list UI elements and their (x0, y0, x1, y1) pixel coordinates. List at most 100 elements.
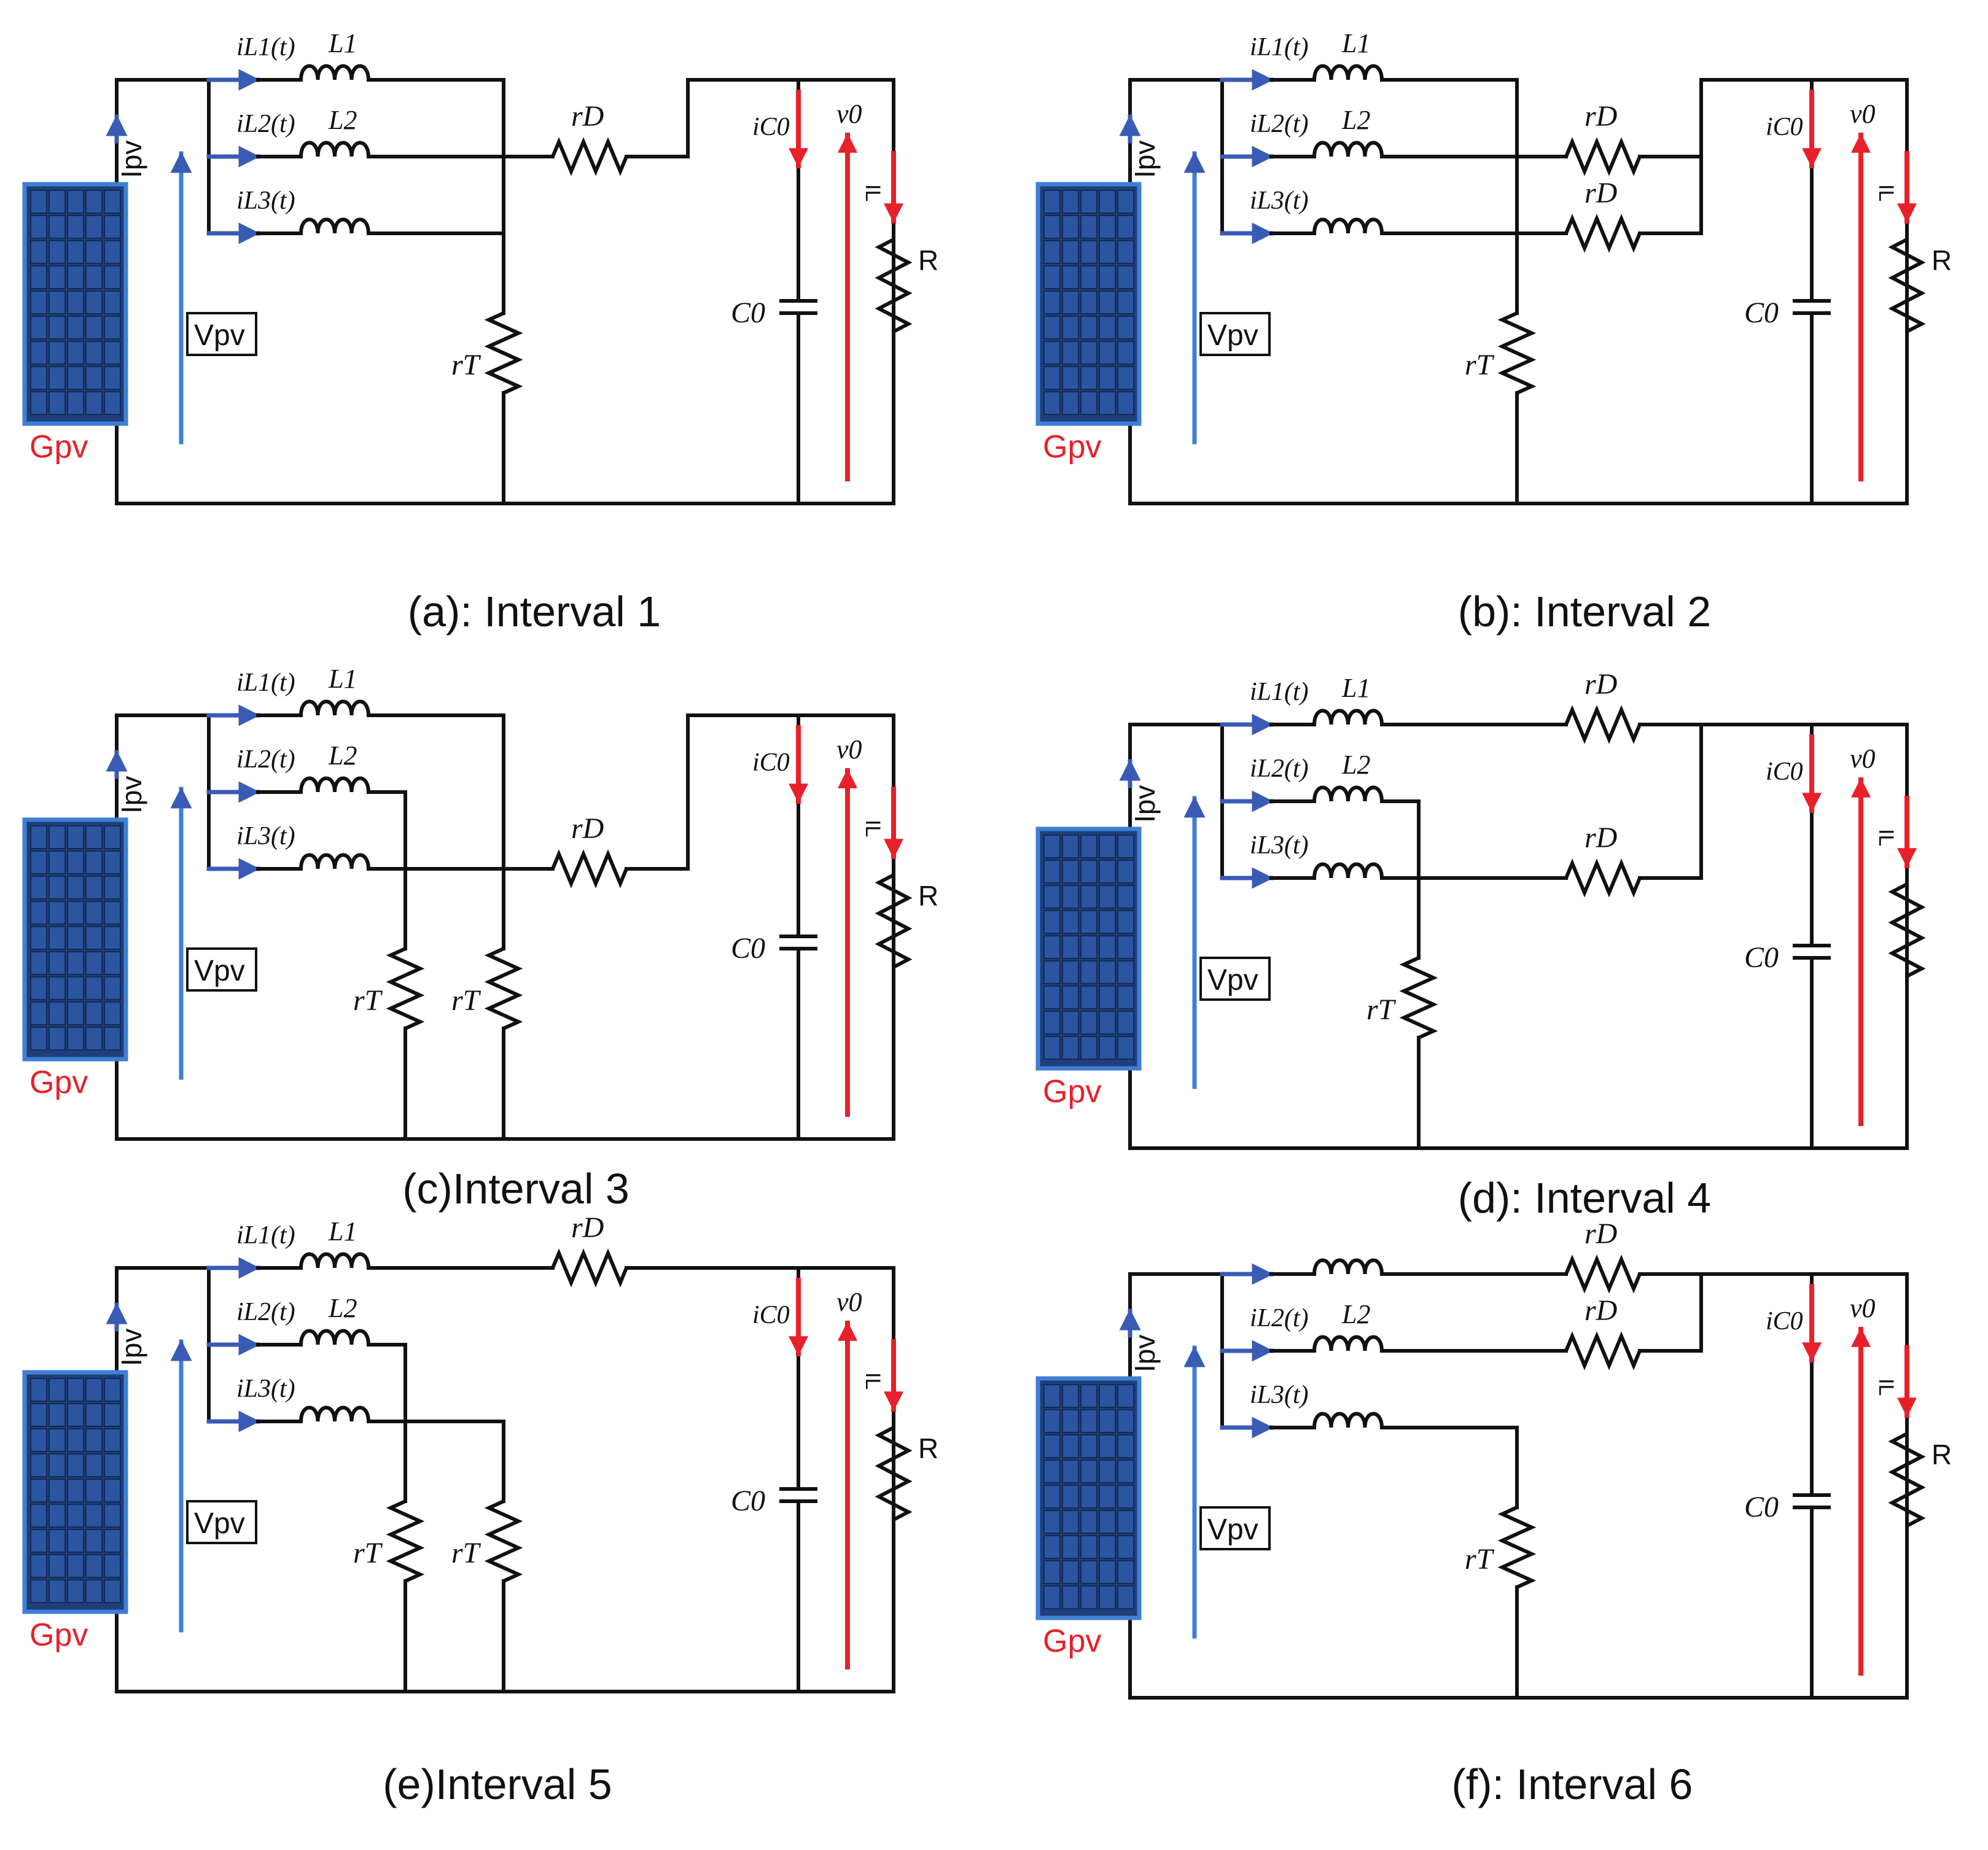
current-label-l3: iL3(t) (236, 1375, 295, 1403)
pv-cell (1043, 1036, 1061, 1060)
pv-cell (1062, 1409, 1079, 1433)
pv-cell (85, 341, 103, 365)
vpv-box (1199, 957, 1271, 1001)
pv-cell (67, 1027, 84, 1051)
pv-cell (1117, 1036, 1134, 1060)
il-label: IL (861, 184, 884, 201)
pv-cell (85, 1378, 103, 1402)
rt-label: rT (1366, 993, 1397, 1026)
rt-label: rT (451, 1537, 481, 1569)
pv-cell (1043, 366, 1061, 390)
current-label-l3: iL3(t) (1250, 1381, 1309, 1409)
pv-cell (1117, 910, 1134, 934)
pv-cell (30, 215, 47, 239)
pv-cell (1043, 1560, 1061, 1584)
inductor-l3 (299, 853, 370, 869)
il-label: IL (1874, 829, 1898, 846)
pv-cell (30, 1579, 47, 1603)
pv-cell (67, 1001, 84, 1025)
pv-cell (85, 1479, 103, 1502)
switch-resistor-rt (484, 311, 523, 395)
pv-cell (1117, 1560, 1134, 1584)
pv-cell (1099, 885, 1116, 909)
pv-cell (1080, 1535, 1097, 1559)
pv-cell (49, 341, 66, 365)
caption-panel-6: (f): Interval 6 (1452, 1760, 1693, 1808)
il-label: IL (861, 820, 884, 837)
pv-cell (1117, 885, 1134, 909)
pv-cell (1062, 935, 1079, 959)
pv-cell (1099, 391, 1116, 415)
pv-cell (104, 341, 121, 365)
capacitor-c0: C0 (1744, 1272, 1831, 1700)
pv-cell (104, 1579, 121, 1603)
ipv-label: Ipv (1129, 785, 1161, 823)
rd-label: rD (571, 812, 604, 845)
inductor-l3 (1312, 862, 1384, 879)
pv-panel (1035, 826, 1142, 1071)
v0-label: v0 (836, 734, 862, 764)
ic0-label: iC0 (1766, 758, 1803, 786)
pv-cell (1043, 391, 1061, 415)
pv-cell (67, 1479, 84, 1502)
inductor-l1 (1312, 1258, 1384, 1275)
pv-cell (104, 240, 121, 264)
pv-cell (1117, 1535, 1134, 1559)
capacitor-c0: C0 (1744, 78, 1831, 505)
pv-cell (49, 1579, 66, 1603)
pv-cell (104, 1001, 121, 1025)
pv-cell (30, 265, 47, 289)
pv-cell (1043, 885, 1061, 909)
pv-cell (1117, 1585, 1134, 1609)
branch-l3: iL3(t)rD (1220, 78, 1703, 253)
c0-label: C0 (1744, 1491, 1779, 1523)
circuit-panel-3: GpvIpvVpviL1(t)L1rTiL2(t)L2rTiL3(t)rDC0R… (22, 664, 938, 1141)
ic0-label: iC0 (752, 1301, 790, 1329)
pv-cell (49, 901, 66, 925)
pv-cell (49, 290, 66, 314)
inductor-label-l2: L2 (1341, 750, 1370, 780)
pv-cell (1117, 935, 1134, 959)
pv-cell (30, 341, 47, 365)
pv-cell (1117, 834, 1134, 858)
pv-cell (104, 825, 121, 849)
pv-cell (85, 1504, 103, 1528)
rt-label: rT (451, 349, 481, 381)
inductor-l2 (1312, 785, 1384, 802)
pv-cell (1043, 190, 1061, 214)
gpv-label: Gpv (29, 1065, 88, 1100)
rd-label: rD (1585, 177, 1617, 209)
pv-cell (67, 825, 84, 849)
pv-cell (1062, 215, 1079, 239)
pv-cell (104, 1529, 121, 1553)
pv-cell (1080, 1510, 1097, 1534)
inductor-label-l1: L1 (1341, 673, 1370, 703)
pv-cell (67, 341, 84, 365)
pv-cell (67, 1554, 84, 1578)
pv-cell (1062, 1459, 1079, 1483)
pv-cell (1080, 1011, 1097, 1035)
pv-panel (1035, 182, 1142, 426)
gpv-label: Gpv (29, 429, 88, 465)
inductor-l1 (1312, 64, 1384, 80)
pv-cell (1043, 341, 1061, 365)
pv-cell (1117, 1384, 1134, 1408)
pv-cell (1099, 1409, 1116, 1433)
pv-cell (1080, 366, 1097, 390)
pv-cell (1117, 1011, 1134, 1035)
pv-cell (104, 366, 121, 390)
pv-cell (1043, 1510, 1061, 1534)
pv-cell (1117, 190, 1134, 214)
pv-cell (1062, 1535, 1079, 1559)
load-resistor (875, 238, 913, 333)
vpv-box (186, 947, 257, 992)
pv-cell (67, 190, 84, 214)
inductor-label-l2: L2 (328, 1293, 357, 1323)
pv-cell (85, 1579, 103, 1603)
pv-cell (85, 976, 103, 1000)
